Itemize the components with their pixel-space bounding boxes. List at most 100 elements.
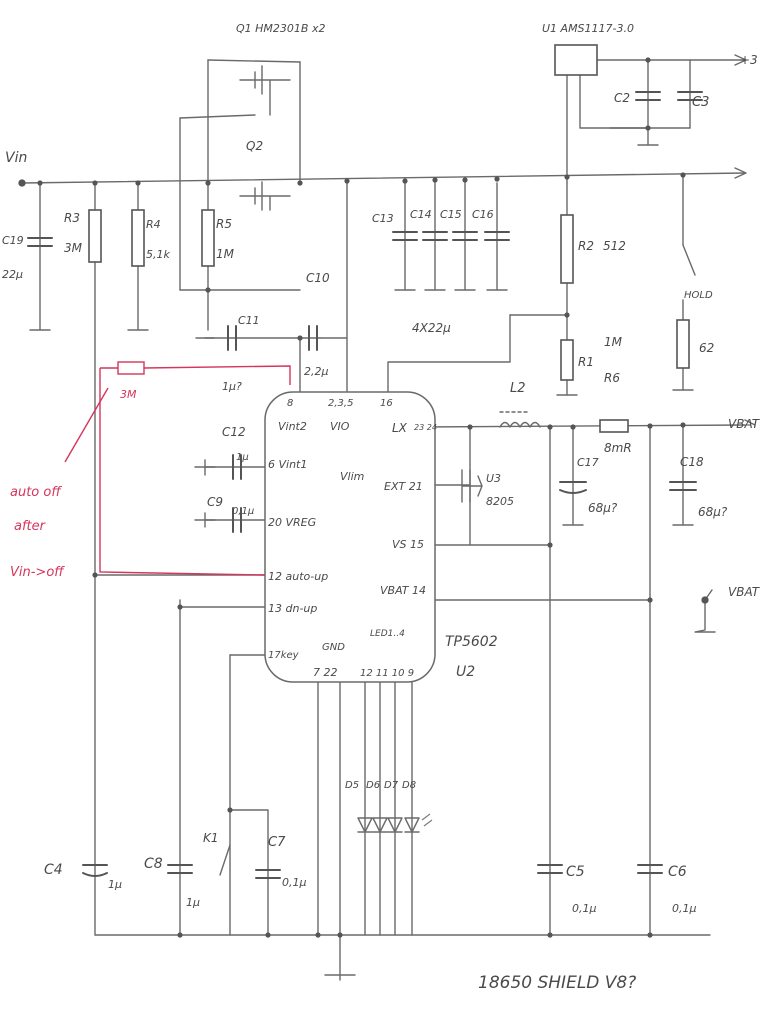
u1-out-label: +3	[740, 53, 758, 67]
c8-label: C8	[144, 856, 163, 872]
c12-value: 1µ	[236, 452, 249, 463]
ic-pin-vio-num: 2,3,5	[328, 398, 353, 409]
r4-value: 5,1k	[146, 248, 170, 261]
ic-pin-led: LED1..4	[370, 629, 405, 639]
c9-value: 0,1µ	[232, 506, 254, 517]
c13-label: C13	[372, 212, 394, 225]
ic-pin-lx-top-num: 16	[380, 398, 393, 409]
c6-label: C6	[668, 864, 687, 880]
ic-pin-lx-num: 23 24	[414, 423, 437, 432]
c8-value: 1µ	[186, 896, 200, 909]
ic-pin-lx: LX	[392, 421, 408, 435]
c4-value: 1µ	[108, 878, 122, 891]
ic-pin-vint1: 6 Vint1	[268, 458, 307, 471]
ic-pin-vbat: VBAT 14	[380, 584, 426, 597]
red-resistor-value: 3M	[120, 388, 137, 401]
ic-pin-vlim: Vlim	[340, 470, 364, 483]
r1-label: R1	[578, 355, 594, 369]
r1-value-r6: R6	[604, 371, 620, 385]
r3-value: 3M	[64, 241, 83, 255]
vbat-out-label: VBAT	[728, 417, 761, 431]
sheet-title: 18650 SHIELD V8?	[478, 973, 636, 993]
c19-label: C19	[2, 234, 24, 247]
ic-pin-led-nums: 12 11 10 9	[360, 668, 414, 679]
c18-value: 68µ?	[698, 505, 728, 519]
ic-pin-key: 17key	[268, 650, 300, 661]
c9-label: C9	[207, 495, 223, 509]
r5-value: 1M	[216, 247, 235, 261]
q2-label: Q2	[246, 139, 263, 153]
c14-label: C14	[410, 208, 432, 221]
c7-label: C7	[268, 835, 286, 850]
c5-value: 0,1µ	[572, 902, 597, 915]
c13-16-value: 4X22µ	[412, 321, 451, 335]
c17-value: 68µ?	[588, 501, 618, 515]
c17-label: C17	[577, 456, 599, 469]
u3-mosfet-symbol	[461, 469, 483, 503]
u1-label: U1 AMS1117-3.0	[542, 22, 634, 35]
mosfet-q2-symbol	[239, 181, 291, 211]
r5-label: R5	[216, 217, 232, 231]
note-line-2: after	[14, 519, 47, 534]
c15-label: C15	[440, 208, 462, 221]
ic-pin-gnd: GND	[322, 642, 345, 653]
k1-label: K1	[203, 831, 219, 845]
hold-label: HOLD	[684, 290, 713, 301]
c2-label: C2	[614, 91, 630, 105]
ic-pin-ext: EXT 21	[384, 480, 423, 493]
c6-value: 0,1µ	[672, 902, 697, 915]
note-line-1: auto off	[10, 485, 62, 500]
u3-label: U3	[486, 472, 501, 485]
d7-label: D7	[384, 780, 399, 791]
ic-name: TP5602	[445, 634, 498, 650]
labels: Q1 HM2301B x2 Q2 U1 AMS1117-3.0 +3 C2 C3…	[2, 22, 761, 993]
hold-value: 62	[699, 341, 714, 355]
inductor-l2	[499, 411, 541, 428]
r4-label: R4	[146, 218, 161, 231]
r1-value-1m: 1M	[604, 335, 623, 349]
junction-dots	[18, 57, 709, 938]
ic-pin-dn-up: 13 dn-up	[268, 602, 317, 615]
q1-label: Q1 HM2301B x2	[236, 22, 325, 35]
k1-switch-symbol	[219, 844, 231, 876]
c11-label: C11	[238, 314, 260, 327]
u1-regulator-box	[554, 44, 598, 76]
c18-label: C18	[680, 455, 704, 469]
c10-value: 2,2µ	[304, 365, 329, 378]
r3-label: R3	[64, 211, 80, 225]
led-diodes	[357, 813, 433, 833]
c4-label: C4	[44, 862, 63, 878]
ic-pin-auto-up: 12 auto-up	[268, 570, 328, 583]
u3-value: 8205	[486, 495, 514, 508]
d8-label: D8	[402, 780, 416, 791]
d6-label: D6	[366, 780, 380, 791]
l2-label: L2	[510, 381, 526, 396]
c7-value: 0,1µ	[282, 876, 307, 889]
d5-label: D5	[345, 780, 359, 791]
c3-label: C3	[692, 95, 709, 110]
ic-pin-vint2-num: 8	[287, 398, 293, 409]
c12-label: C12	[222, 425, 246, 439]
wires	[21, 54, 756, 981]
vin-label: Vin	[5, 150, 27, 166]
c16-label: C16	[472, 208, 494, 221]
ic-pin-vs: VS 15	[392, 538, 424, 551]
c10-label: C10	[306, 271, 330, 285]
tp5602-ic-body	[264, 391, 436, 683]
ic-pin-bottom: 7 22	[313, 666, 338, 679]
c19-value: 22µ	[2, 268, 23, 281]
vbat-out2-label: VBAT	[728, 585, 761, 599]
auto-off-circuit	[64, 361, 291, 576]
mosfet-q1-symbol	[239, 65, 291, 116]
r2-label: R2	[578, 239, 594, 253]
ic-pin-vreg: 20 VREG	[268, 516, 316, 529]
resistors	[88, 209, 690, 433]
ic-ref: U2	[456, 664, 475, 680]
c5-label: C5	[566, 864, 585, 880]
ic-pin-vint2: Vint2	[278, 420, 307, 433]
note-line-3: Vin->off	[10, 565, 65, 580]
c11-value: 1µ?	[222, 380, 242, 393]
rsense-value: 8mR	[604, 441, 632, 455]
r2-value: 512	[603, 239, 626, 253]
